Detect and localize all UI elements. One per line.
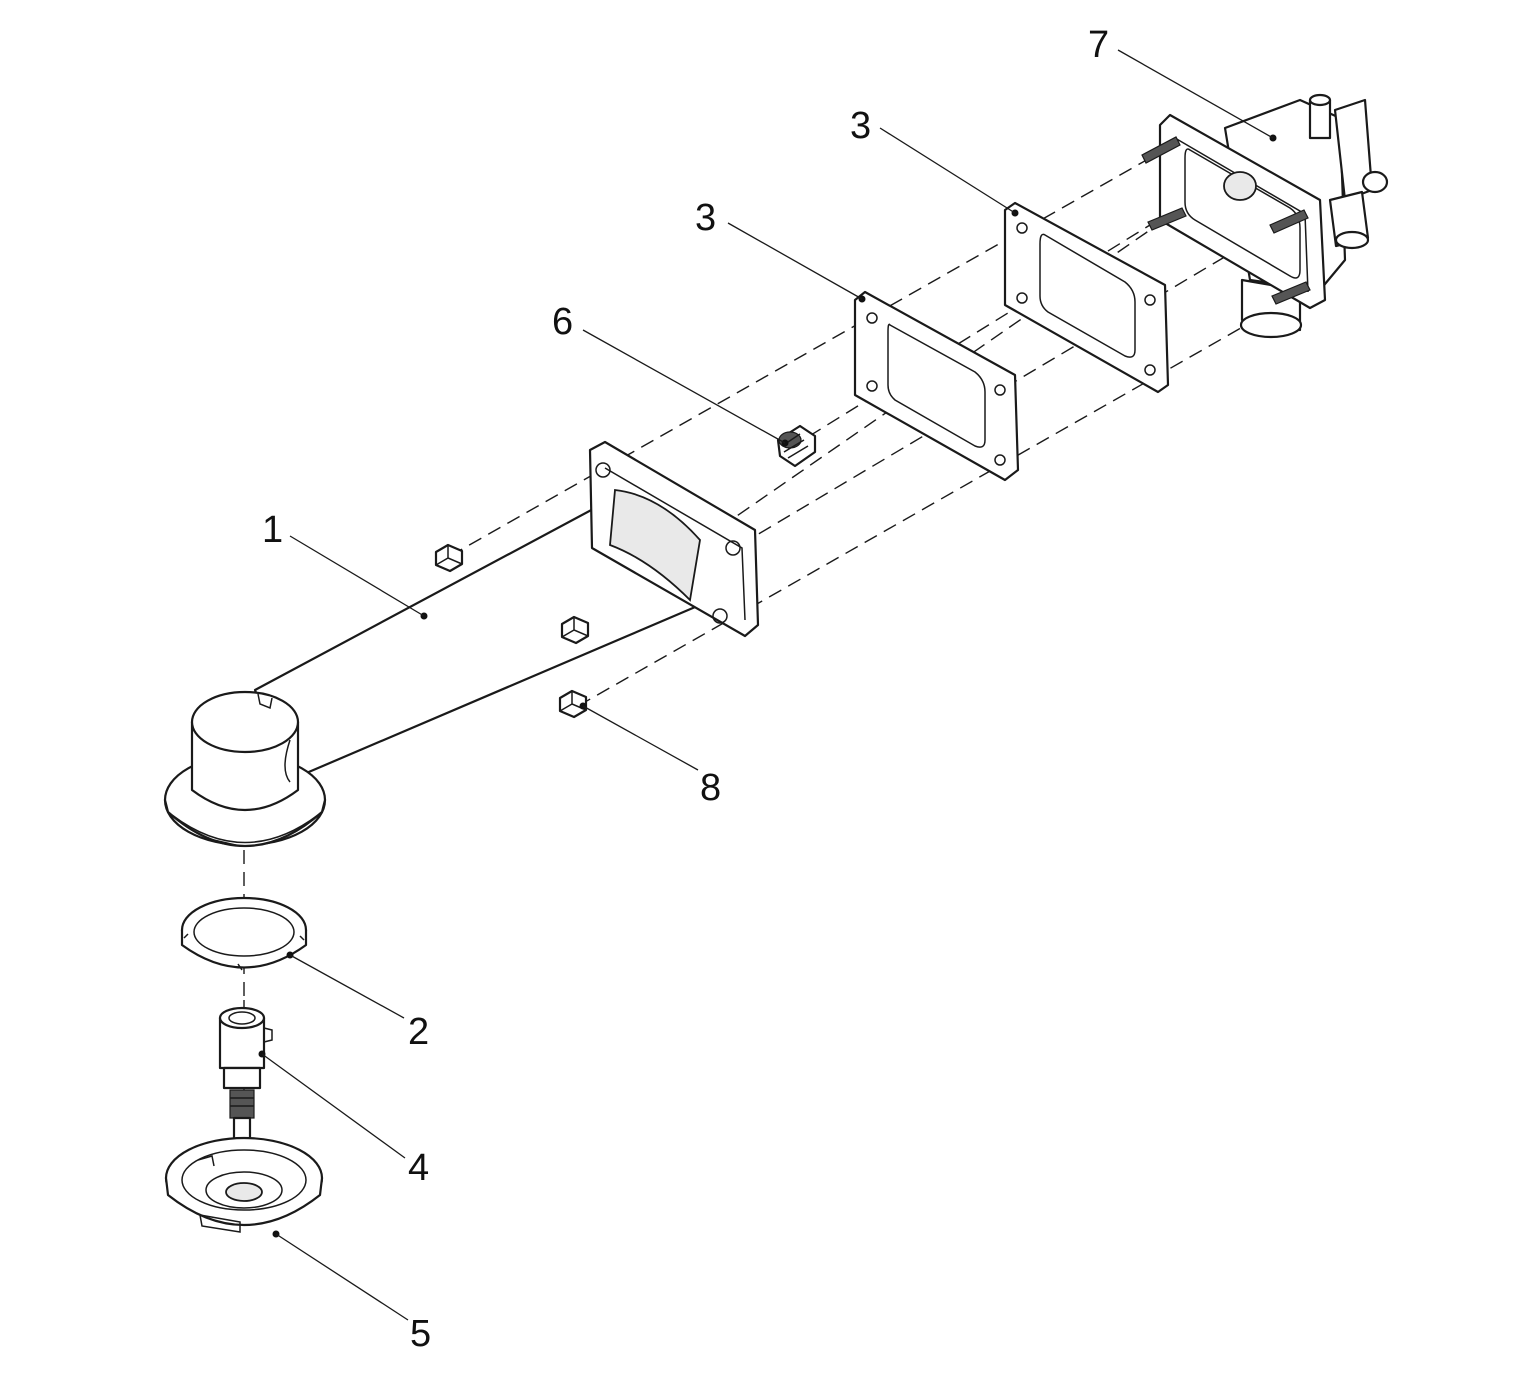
callout-1: 1 [262,509,283,551]
part-8-nuts [434,543,590,719]
callout-7: 7 [1088,24,1109,66]
part-5-base-cap [164,1136,324,1238]
callout-labels: 1 2 3 3 4 5 6 7 8 [262,24,1109,1355]
callout-2: 2 [408,1011,429,1053]
part-6-plug [776,424,817,468]
callout-3-rear: 3 [850,105,871,147]
callout-6: 6 [552,301,573,343]
part-3-gasket-front [853,290,1020,482]
part-3-gasket-rear [1003,201,1170,394]
callout-5: 5 [410,1313,431,1355]
callout-4: 4 [408,1147,429,1189]
leader-lines [261,49,1274,1321]
callout-3-front: 3 [695,197,716,239]
part-4-valve-stem [218,1006,273,1142]
part-7-valve-housing [1141,93,1389,339]
callout-8: 8 [700,767,721,809]
part-2-nut-ring [180,896,308,971]
part-1-elbow-body [163,440,760,848]
